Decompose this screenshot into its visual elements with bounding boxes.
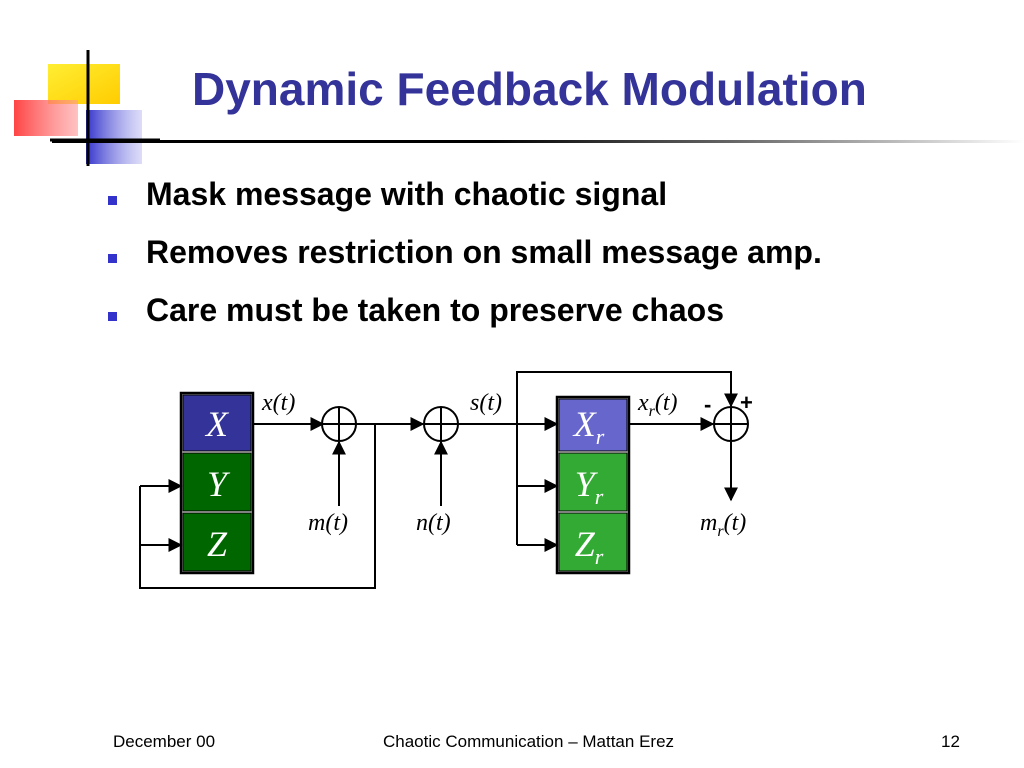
bullet-item: Mask message with chaotic signal [108, 176, 822, 234]
slide-footer: December 00 Chaotic Communication – Matt… [0, 732, 1024, 756]
bullet-icon [108, 196, 117, 205]
signal-path [253, 417, 559, 506]
title-rule [52, 140, 1024, 143]
signal-label-s: s(t) [470, 390, 502, 416]
transmitter-y-label: Y [207, 464, 231, 504]
transmitter-y-box [182, 452, 252, 512]
transmitter-feedback-path [139, 424, 376, 589]
bullet-icon [108, 312, 117, 321]
bullet-icon [108, 254, 117, 263]
bullet-list: Mask message with chaotic signal Removes… [108, 176, 822, 350]
footer-title: Chaotic Communication – Mattan Erez [383, 732, 675, 751]
minus-sign-label: - [704, 392, 711, 417]
summing-junction-1 [321, 406, 357, 442]
receiver-input-branches [516, 371, 738, 552]
receiver-y-label: Yr [575, 464, 604, 509]
summing-junction-3 [713, 406, 749, 442]
bullet-text: Removes restriction on small message amp… [146, 234, 822, 270]
transmitter-z-box [182, 512, 252, 572]
receiver-z-label: Zr [575, 524, 604, 569]
receiver-output-path [629, 417, 738, 502]
footer-date: December 00 [113, 732, 216, 751]
receiver-x-box [558, 398, 628, 452]
slide-logo-decoration [14, 50, 160, 166]
bullet-item: Care must be taken to preserve chaos [108, 292, 822, 350]
footer-page-number: 12 [941, 732, 960, 751]
bullet-text: Mask message with chaotic signal [146, 176, 668, 212]
transmitter-z-label: Z [207, 524, 228, 564]
block-diagram: X Y Z Xr Yr Zr [139, 371, 753, 589]
summing-junction-2 [423, 406, 459, 442]
bullet-text: Care must be taken to preserve chaos [146, 292, 725, 328]
receiver-z-box [558, 512, 628, 572]
transmitter-x-label: X [204, 404, 230, 444]
plus-sign-label: + [740, 390, 753, 415]
signal-label-mr: mr(t) [700, 510, 746, 540]
receiver-block: Xr Yr Zr [555, 395, 631, 575]
signal-label-xr: xr(t) [637, 390, 678, 420]
transmitter-x-box [182, 394, 252, 452]
signal-label-n: n(t) [416, 510, 451, 536]
bullet-item: Removes restriction on small message amp… [108, 234, 822, 292]
slide-title: Dynamic Feedback Modulation [192, 63, 867, 115]
signal-label-m: m(t) [308, 510, 348, 536]
receiver-y-box [558, 452, 628, 512]
signal-label-x: x(t) [261, 390, 295, 416]
receiver-x-label: Xr [572, 404, 605, 449]
transmitter-block: X Y Z [179, 391, 255, 575]
